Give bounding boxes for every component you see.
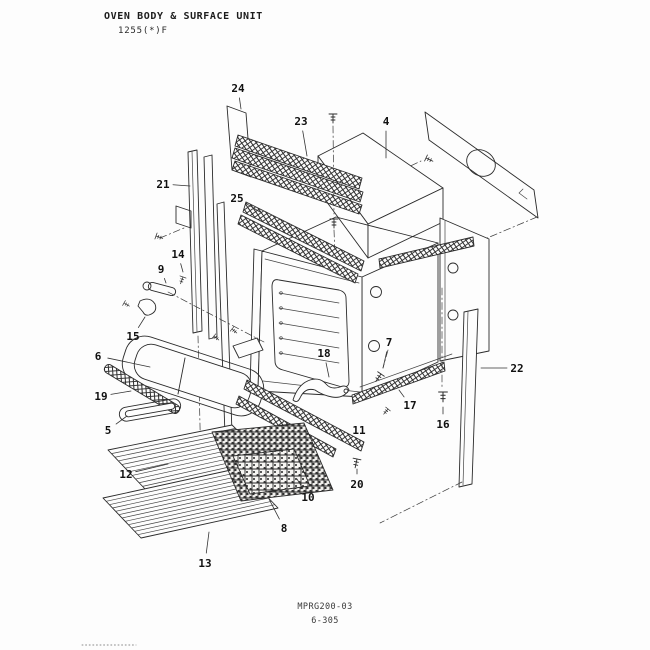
rack-wire	[115, 480, 254, 512]
clip-15	[137, 298, 157, 316]
part-number-6: 6	[95, 350, 102, 363]
part-number-10: 10	[301, 491, 314, 504]
footer-page-number: 6-305	[311, 616, 339, 626]
part-number-5: 5	[105, 424, 112, 437]
callout-leader-21	[172, 184, 191, 187]
callout-leader-5	[115, 415, 128, 425]
cooktop-front-rails	[237, 201, 365, 284]
callout-leader-18	[325, 362, 330, 378]
rack-guides	[278, 291, 340, 364]
oven-body	[249, 216, 490, 398]
callout-leader-14	[180, 263, 184, 273]
surface-unit-elements	[231, 134, 364, 215]
page-title: OVEN BODY & SURFACE UNIT	[104, 11, 263, 22]
mounting-screw-16	[438, 287, 448, 403]
callout-leader-10	[296, 478, 304, 489]
rack-wire	[137, 504, 276, 536]
mounting-screw-20	[350, 457, 362, 470]
hinge-bracket	[292, 378, 350, 403]
rack-guide-hook	[279, 306, 283, 310]
right-side-trim	[379, 308, 479, 524]
part-number-7: 7	[386, 336, 393, 349]
callout-leader-19	[110, 390, 132, 395]
rack-guide-hook	[279, 351, 283, 355]
callout-leader-7	[382, 351, 388, 369]
callout-leader-12	[135, 463, 169, 473]
mounting-plate	[175, 205, 192, 229]
part-number-22: 22	[510, 362, 523, 375]
page-footer: MPRG200-03 6-305	[0, 600, 650, 628]
screw-14	[177, 275, 187, 286]
part-number-12: 12	[119, 468, 132, 481]
callout-leader-25	[245, 202, 261, 213]
part-number-17: 17	[403, 399, 416, 412]
part-number-16: 16	[436, 418, 450, 431]
callout-leader-15	[137, 316, 146, 328]
callout-leader-9	[163, 278, 167, 284]
left-side-trim	[154, 149, 234, 471]
body-top-right-trim	[378, 236, 475, 269]
footer-part-code: MPRG200-03	[297, 602, 353, 612]
rack-guide-hook	[279, 321, 283, 325]
part-number-13: 13	[198, 557, 211, 570]
rack-support-wire	[118, 398, 182, 422]
broiler-insert	[232, 448, 311, 495]
screw-near-15	[122, 300, 132, 309]
rack-guide	[278, 307, 340, 319]
part-number-24: 24	[231, 82, 245, 95]
broiler-pan	[211, 422, 334, 502]
right-bottom-rail	[351, 353, 453, 405]
rack-wire	[134, 500, 273, 532]
rack-guide	[278, 322, 340, 334]
callout-leader-24	[239, 97, 242, 110]
part-number-21: 21	[156, 178, 170, 191]
rack-wire	[131, 497, 269, 529]
rack-guide	[278, 292, 340, 304]
left-hardware	[122, 275, 265, 343]
rack-guide	[278, 352, 340, 364]
callout-leader-17	[398, 389, 405, 398]
part-number-15: 15	[126, 330, 139, 343]
part-number-20: 20	[350, 478, 363, 491]
rack-wire	[108, 474, 247, 506]
rack-wire	[118, 484, 257, 516]
part-number-14: 14	[171, 248, 185, 261]
callout-leader-13	[205, 531, 210, 554]
callout-leader-6	[107, 357, 151, 368]
part-number-19: 19	[94, 390, 107, 403]
callout-leader-8	[268, 498, 280, 520]
rack-wire	[121, 487, 260, 519]
callout-leader-23	[302, 130, 308, 157]
rack-guide-hook	[279, 336, 283, 340]
rack-wire	[112, 477, 250, 509]
part-number-18: 18	[317, 347, 330, 360]
model-number: 1255(*)F	[118, 26, 168, 36]
part-number-8: 8	[281, 522, 288, 535]
part-number-9: 9	[158, 263, 165, 276]
roller-support	[142, 281, 177, 297]
rack-wire	[105, 470, 244, 502]
rack-guide	[278, 337, 340, 349]
rack-guide-hook	[279, 291, 283, 295]
part-number-25: 25	[230, 192, 243, 205]
part-number-23: 23	[294, 115, 307, 128]
part-number-4: 4	[383, 115, 390, 128]
part-callouts: 24 23 4 21 25 14 9 15 6 19 5 12 13 18 7 17 16 11 20 10 8 22	[94, 82, 523, 570]
element-terminal	[232, 337, 264, 359]
part-number-11: 11	[352, 424, 366, 437]
